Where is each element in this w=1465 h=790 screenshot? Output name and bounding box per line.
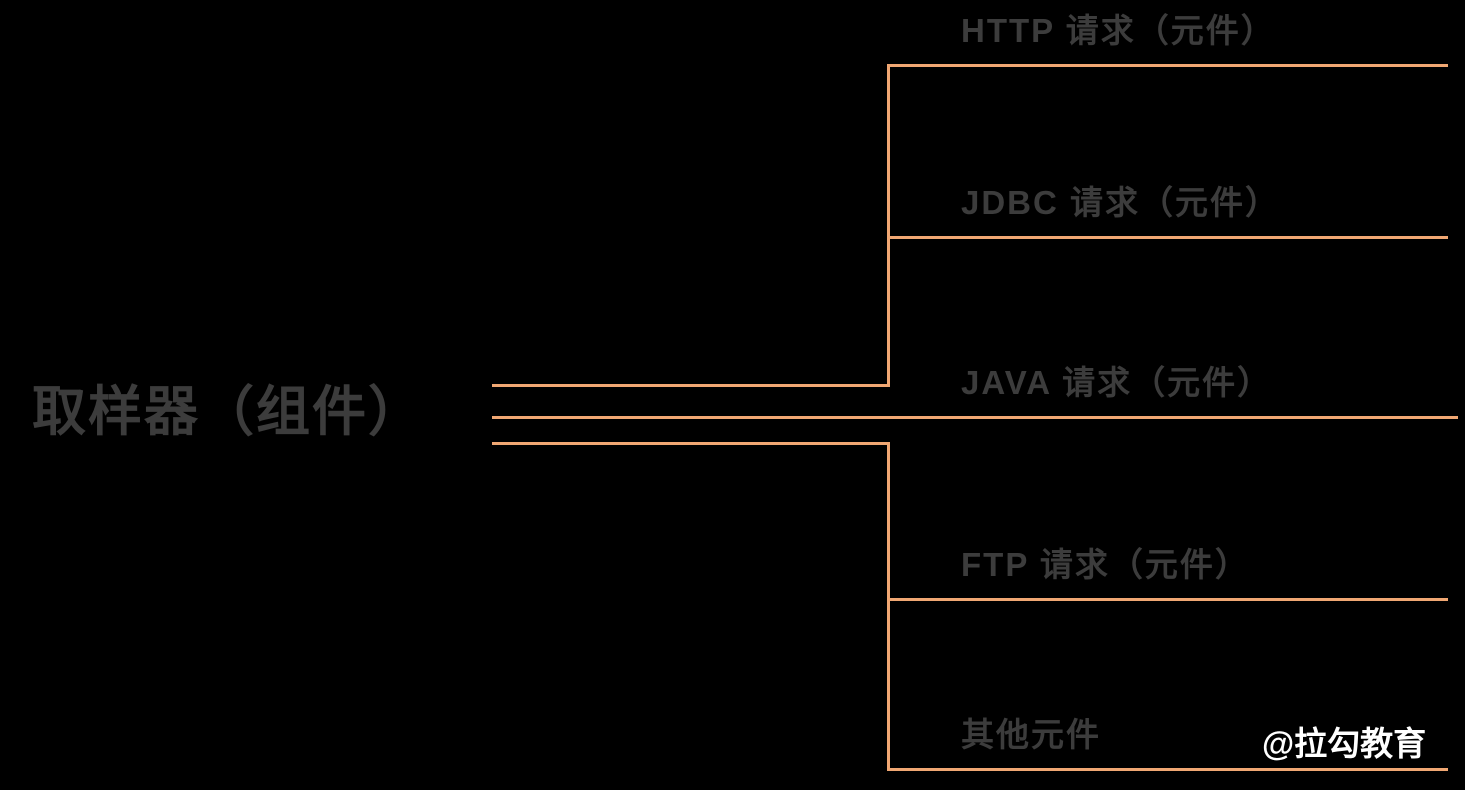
connector-upper-trunk	[887, 64, 890, 387]
branch-label-jdbc-request: JDBC 请求（元件）	[961, 184, 1281, 221]
connector-root-to-lower-group	[492, 442, 890, 445]
connector-lower-trunk	[887, 442, 890, 771]
connector-other-branch	[887, 768, 1448, 771]
connector-jdbc-branch	[887, 236, 1448, 239]
branch-label-http-request: HTTP 请求（元件）	[961, 12, 1276, 49]
branch-label-ftp-request: FTP 请求（元件）	[961, 546, 1250, 583]
connector-http-branch	[887, 64, 1448, 67]
root-node-label: 取样器（组件）	[32, 382, 424, 442]
watermark-lagou-education: @拉勾教育	[1262, 725, 1427, 762]
connector-ftp-branch	[887, 598, 1448, 601]
connector-root-to-java-branch	[492, 416, 1458, 419]
connector-root-to-upper-group	[492, 384, 890, 387]
branch-label-other-elements: 其他元件	[961, 716, 1101, 753]
branch-label-java-request: JAVA 请求（元件）	[961, 364, 1273, 401]
